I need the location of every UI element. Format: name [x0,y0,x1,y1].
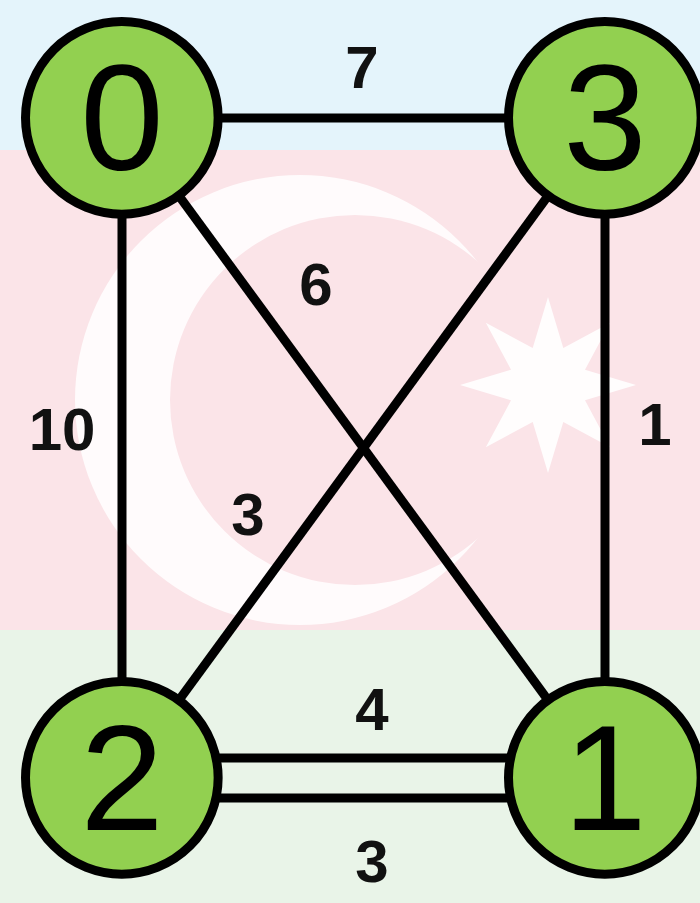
edge-line [219,113,508,122]
circle-shape [509,682,700,875]
vertex-circle: 3 [504,17,700,219]
edge-weight: 10 [29,400,96,460]
edge-line [600,215,609,681]
edge-line [217,753,510,762]
edge-weight: 1 [638,395,671,455]
edge-line [117,215,126,681]
circle-shape [509,22,700,215]
edge-weight: 4 [355,680,388,740]
edge-weight: 3 [355,832,388,892]
vertex-circle: 0 [21,17,223,219]
flag-star [460,297,636,473]
vertex-circle: 2 [21,677,223,879]
vertex-number: 3 [563,43,646,193]
vertex-number: 1 [563,703,646,853]
edge-weight: 3 [231,485,264,545]
circle-shape [26,22,219,215]
vertex-circle: 1 [504,677,700,879]
edge-weight: 6 [299,255,332,315]
edge-line [179,196,548,700]
vertex-number: 2 [80,703,163,853]
circle-shape [26,682,219,875]
crescent-cut [170,215,540,585]
edge-line [179,196,548,700]
flag-band [0,150,700,630]
vertex-number: 0 [80,43,163,193]
edge-line [217,793,510,802]
edge-weight: 7 [345,38,378,98]
